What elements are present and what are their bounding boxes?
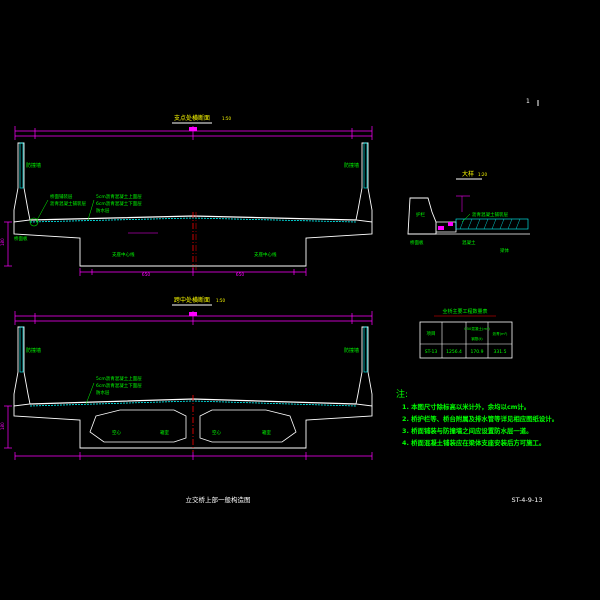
section-b-cell-left [89,409,187,443]
section-b-cell-left-a: 空心 [112,429,121,436]
section-b-cell-left-b: 箱室 [160,429,169,436]
detail-hatch-lines [459,218,521,230]
section-a-right-rail-post [363,142,368,189]
quantity-table: 全桥主要工程数量表 项目 C50混凝土(m³) 钢筋(t) 沥青(m²) ST-… [419,308,513,359]
section-a-left-barrier [13,142,31,223]
note-item-2: 2. 桥护栏等、桥台附属及排水管等详见相应图纸设计。 [402,414,558,423]
detail-view: 大样 1:20 护栏 沥青混凝土铺装层 混凝土 桥面板 梁体 [407,170,530,254]
table-cell-1: 1256.4 [446,349,462,355]
note-item-1: 1. 本图尺寸除标高以米计外，余均以cm计。 [402,402,530,411]
notes-block: 注: 1. 本图尺寸除标高以米计外，余均以cm计。 2. 桥护栏等、桥台附属及排… [396,388,558,447]
section-a-note-mid3: 防水层 [96,207,110,214]
detail-label-slab: 梁体 [500,247,509,254]
section-b-top-dimension [14,311,373,325]
detail-label-base: 桥面板 [410,239,424,246]
section-a-support-right: 支座中心线 [254,251,277,258]
section-a-bottom-dimension [79,268,307,276]
section-b-right-rail-label: 防撞墙 [344,347,359,354]
section-b-note-mid2: 6cm沥青混凝土下面层 [96,382,142,389]
section-a-left-rail-label: 防撞墙 [26,162,41,169]
section-a-scale: 1:50 [222,116,231,121]
table-header-3: 沥青(m²) [493,331,509,336]
section-a-note-left: 桥面铺装层 [50,193,73,200]
section-a-note-left-leader [35,199,49,223]
note-item-4: 4. 桥面混凝土铺装应在梁体支座安装后方可施工。 [402,438,545,447]
section-b-scale: 1:50 [216,298,225,303]
section-a-note-mid1: 5cm沥青混凝土上面层 [96,193,142,200]
section-b-left-barrier [13,326,31,407]
page-mark: 1 [526,98,530,105]
section-b-cell-right-a: 空心 [212,429,221,436]
section-b-note-leader [85,382,95,405]
section-a-deck-outline [13,222,373,267]
section-a-top-dimension [14,126,373,140]
section-b-note-mid3: 防水层 [96,389,110,396]
note-item-3: 3. 桥面铺装与防撞墙之间应设置防水层一道。 [402,426,533,435]
section-a-dim-height: 180 [0,238,5,246]
section-b-cell-right-b: 箱室 [262,429,271,436]
table-header-0: 项目 [427,331,436,337]
section-a-deck-label: 桥面板 [14,235,28,242]
drawing-title: 立交桥上部一般构造图 [186,495,251,504]
section-a-dim-right: 650 [236,272,245,278]
table-title: 全桥主要工程数量表 [442,308,487,315]
section-b-dim-height: 180 [0,422,5,430]
detail-layer-hatch [455,218,529,230]
table-cell-2: 170.9 [471,349,484,355]
detail-title: 大样 [462,170,474,178]
notes-heading: 注: [396,388,408,400]
section-b-left-rail-post [19,326,24,373]
section-a-note-mid2: 6cm沥青混凝土下面层 [96,200,142,207]
detail-drain-marker [448,222,453,226]
table-header-2: 钢筋(t) [471,336,483,341]
section-a-dim-left: 650 [142,272,151,278]
table-header-1: C50混凝土(m³) [464,326,490,331]
section-b-bottom-dimension [14,452,373,460]
section-b-cell-right [199,409,297,443]
section-a-note-left2: 沥青混凝土铺装层 [50,200,86,207]
section-b-height-dimension [4,405,12,449]
detail-label-curb: 混凝土 [462,239,476,246]
section-a-detail-marker [29,217,39,227]
table-cell-3: 331.5 [494,349,507,355]
section-b-note-mid1: 5cm沥青混凝土上面层 [96,375,142,382]
sheet-number: ST-4-9-13 [511,496,542,504]
detail-scale: 1:20 [478,172,487,177]
table-cell-0: ST-13 [425,349,438,355]
section-a-note-mid-leader [87,199,95,221]
detail-joint-marker [438,226,444,230]
detail-label-rail: 护栏 [416,211,425,218]
detail-leader [461,213,471,223]
section-b-title: 跨中处横断面 [174,296,210,304]
section-a-height-dimension [4,221,12,267]
section-a: 支点处横断面 1:50 防撞墙 防撞墙 桥面铺装层 沥青 [0,114,373,278]
section-b: 跨中处横断面 1:50 防撞墙 防撞墙 空心 箱室 空心 箱室 5c [0,296,373,460]
section-a-right-rail-label: 防撞墙 [344,162,359,169]
section-b-right-rail-post [363,326,368,373]
section-a-left-rail-post [19,142,24,189]
detail-label-layer: 沥青混凝土铺装层 [472,211,508,218]
section-a-support-left: 支座中心线 [112,251,135,258]
section-a-title: 支点处横断面 [174,114,210,122]
section-b-left-rail-label: 防撞墙 [26,347,41,354]
